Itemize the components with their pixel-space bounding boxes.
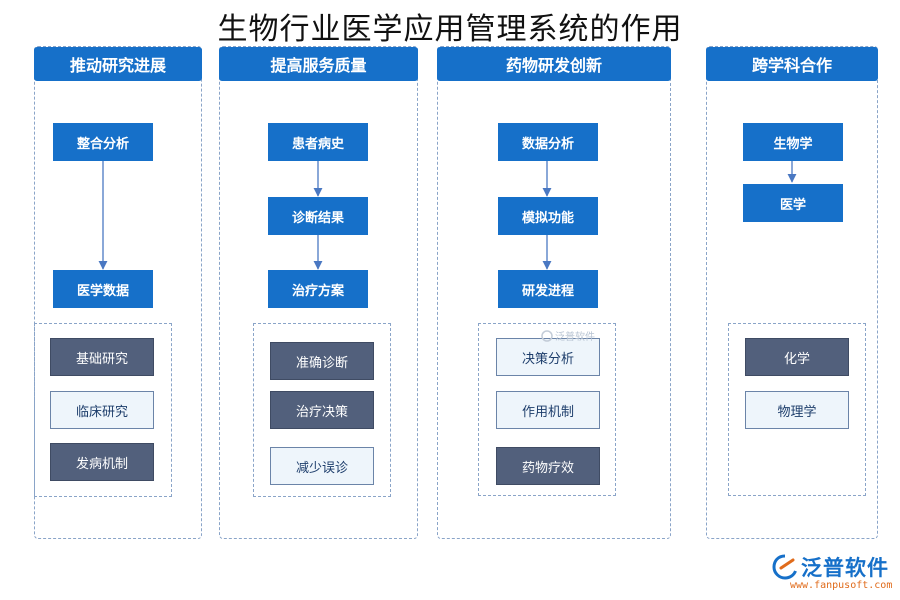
column-research-progress: 推动研究进展: [34, 46, 202, 539]
item-group: [728, 323, 866, 496]
brand-logo: 泛普软件: [772, 552, 889, 582]
list-item: 化学: [745, 338, 849, 376]
flow-node: 模拟功能: [498, 197, 598, 235]
flow-node: 诊断结果: [268, 197, 368, 235]
logo-name: 泛普软件: [801, 556, 889, 580]
watermark-text: 泛普软件: [555, 332, 595, 343]
list-item: 准确诊断: [270, 342, 374, 380]
list-item: 作用机制: [496, 391, 600, 429]
page-title: 生物行业医学应用管理系统的作用: [217, 12, 683, 47]
flow-node: 研发进程: [498, 270, 598, 308]
column-service-quality: 提高服务质量: [219, 46, 418, 539]
flow-node: 医学: [743, 184, 843, 222]
flow-node: 生物学: [743, 123, 843, 161]
list-item: 物理学: [745, 391, 849, 429]
logo-icon: [772, 554, 797, 580]
logo-url: www.fanpusoft.com: [790, 580, 893, 591]
watermark: 泛普软件: [541, 328, 595, 343]
item-group: [34, 323, 172, 497]
item-group: [253, 323, 391, 497]
item-group: [478, 323, 616, 496]
watermark-icon: [541, 329, 553, 342]
flow-node: 整合分析: [53, 123, 153, 161]
column-header: 药物研发创新: [437, 47, 671, 81]
list-item: 临床研究: [50, 391, 154, 429]
flow-node: 数据分析: [498, 123, 598, 161]
column-header: 提高服务质量: [219, 47, 418, 81]
list-item: 基础研究: [50, 338, 154, 376]
list-item: 减少误诊: [270, 447, 374, 485]
flow-node: 患者病史: [268, 123, 368, 161]
list-item: 决策分析: [496, 338, 600, 376]
column-header: 推动研究进展: [34, 47, 202, 81]
flow-node: 医学数据: [53, 270, 153, 308]
column-drug-innovation: 药物研发创新: [437, 46, 671, 539]
column-interdisciplinary: 跨学科合作: [706, 46, 878, 539]
list-item: 治疗决策: [270, 391, 374, 429]
list-item: 药物疗效: [496, 447, 600, 485]
list-item: 发病机制: [50, 443, 154, 481]
column-header: 跨学科合作: [706, 47, 878, 81]
flow-node: 治疗方案: [268, 270, 368, 308]
